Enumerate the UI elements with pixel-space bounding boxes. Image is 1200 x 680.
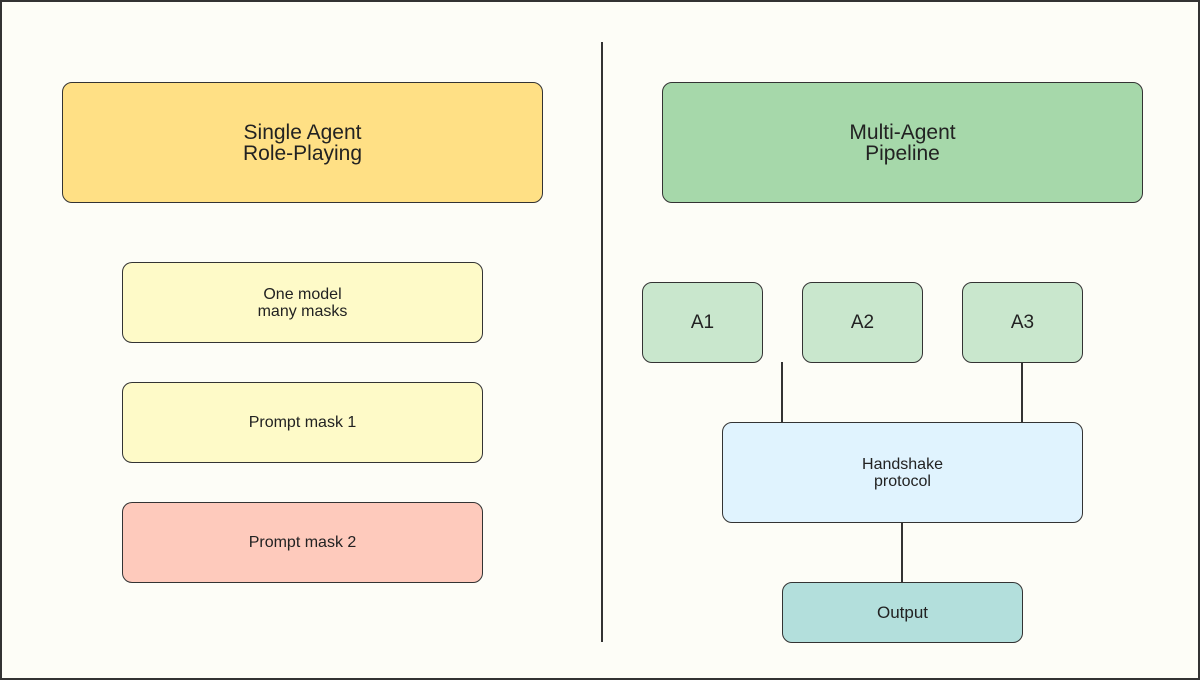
output-box: Output [782, 582, 1023, 643]
handshake-protocol-box: Handshake protocol [722, 422, 1083, 523]
connector-a1-protocol [781, 362, 783, 423]
prompt-mask-2-card: Prompt mask 2 [122, 502, 483, 583]
single-agent-header: Single Agent Role-Playing [62, 82, 543, 203]
connector-protocol-output [901, 522, 903, 583]
agent-a1-box: A1 [642, 282, 763, 363]
agent-a2-box: A2 [802, 282, 923, 363]
prompt-mask-1-card: Prompt mask 1 [122, 382, 483, 463]
agent-a3-box: A3 [962, 282, 1083, 363]
one-model-card: One model many masks [122, 262, 483, 343]
connector-a3-protocol [1021, 362, 1023, 423]
multi-agent-header: Multi-Agent Pipeline [662, 82, 1143, 203]
center-divider [601, 42, 603, 642]
